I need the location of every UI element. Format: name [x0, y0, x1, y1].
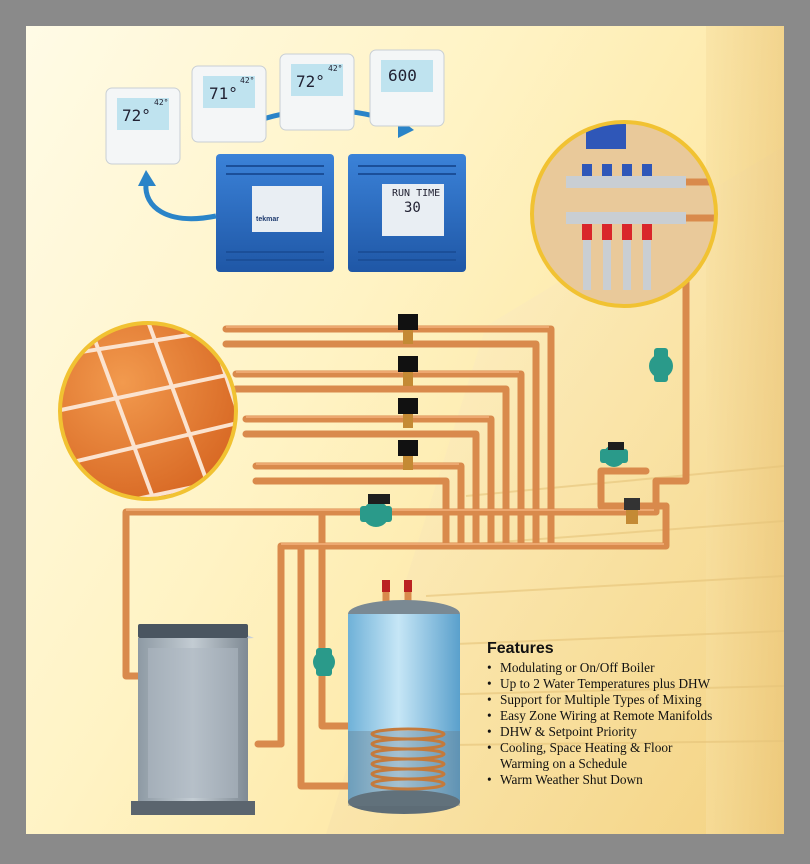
feature-text: Cooling, Space Heating & Floor — [500, 740, 673, 755]
thermostat-2-small: 42° — [240, 76, 255, 85]
feature-text: DHW & Setpoint Priority — [500, 724, 637, 739]
feature-item: Support for Multiple Types of Mixing — [487, 692, 777, 708]
thermostat-1-reading: 72° — [122, 106, 151, 125]
copper-piping — [122, 182, 690, 790]
feature-text: Modulating or On/Off Boiler — [500, 660, 655, 675]
manifold-inset — [530, 120, 718, 308]
thermostat-3-small: 42° — [328, 64, 343, 73]
feature-item: DHW & Setpoint Priority — [487, 724, 777, 740]
feature-item: Modulating or On/Off Boiler — [487, 660, 777, 676]
thermostat-3-reading: 72° — [296, 72, 325, 91]
thermostats — [105, 49, 445, 165]
arrow-head-left — [138, 170, 156, 186]
feature-item: Up to 2 Water Temperatures plus DHW — [487, 676, 777, 692]
controller-display-value: 30 — [404, 200, 421, 216]
zone-valves — [398, 314, 418, 470]
thermostat-4-reading: 600 — [388, 66, 417, 85]
wiring-centers — [216, 154, 466, 272]
features-title: Features — [487, 640, 554, 657]
feature-text: Easy Zone Wiring at Remote Manifolds — [500, 708, 713, 723]
boiler — [131, 624, 255, 815]
feature-text-line-2: Warming on a Schedule — [500, 756, 628, 771]
features-list: Modulating or On/Off Boiler Up to 2 Wate… — [487, 660, 777, 788]
controller-display-title: RUN TIME — [392, 188, 441, 199]
dhw-tank — [348, 580, 460, 814]
feature-text: Up to 2 Water Temperatures plus DHW — [500, 676, 711, 691]
feature-text: Warm Weather Shut Down — [500, 772, 643, 787]
features-panel: Features Modulating or On/Off Boiler Up … — [487, 640, 777, 788]
circulator-pumps — [313, 348, 673, 676]
diagram-frame: 72° 42° 71° 42° 72° 42° 600 tekmar RUN T… — [26, 26, 784, 834]
controller-brand: tekmar — [256, 216, 279, 223]
feature-text: Support for Multiple Types of Mixing — [500, 692, 702, 707]
feature-item: Warm Weather Shut Down — [487, 772, 777, 788]
thermostat-2-reading: 71° — [209, 84, 238, 103]
feature-item: Easy Zone Wiring at Remote Manifolds — [487, 708, 777, 724]
thermostat-1-small: 42° — [154, 98, 169, 107]
